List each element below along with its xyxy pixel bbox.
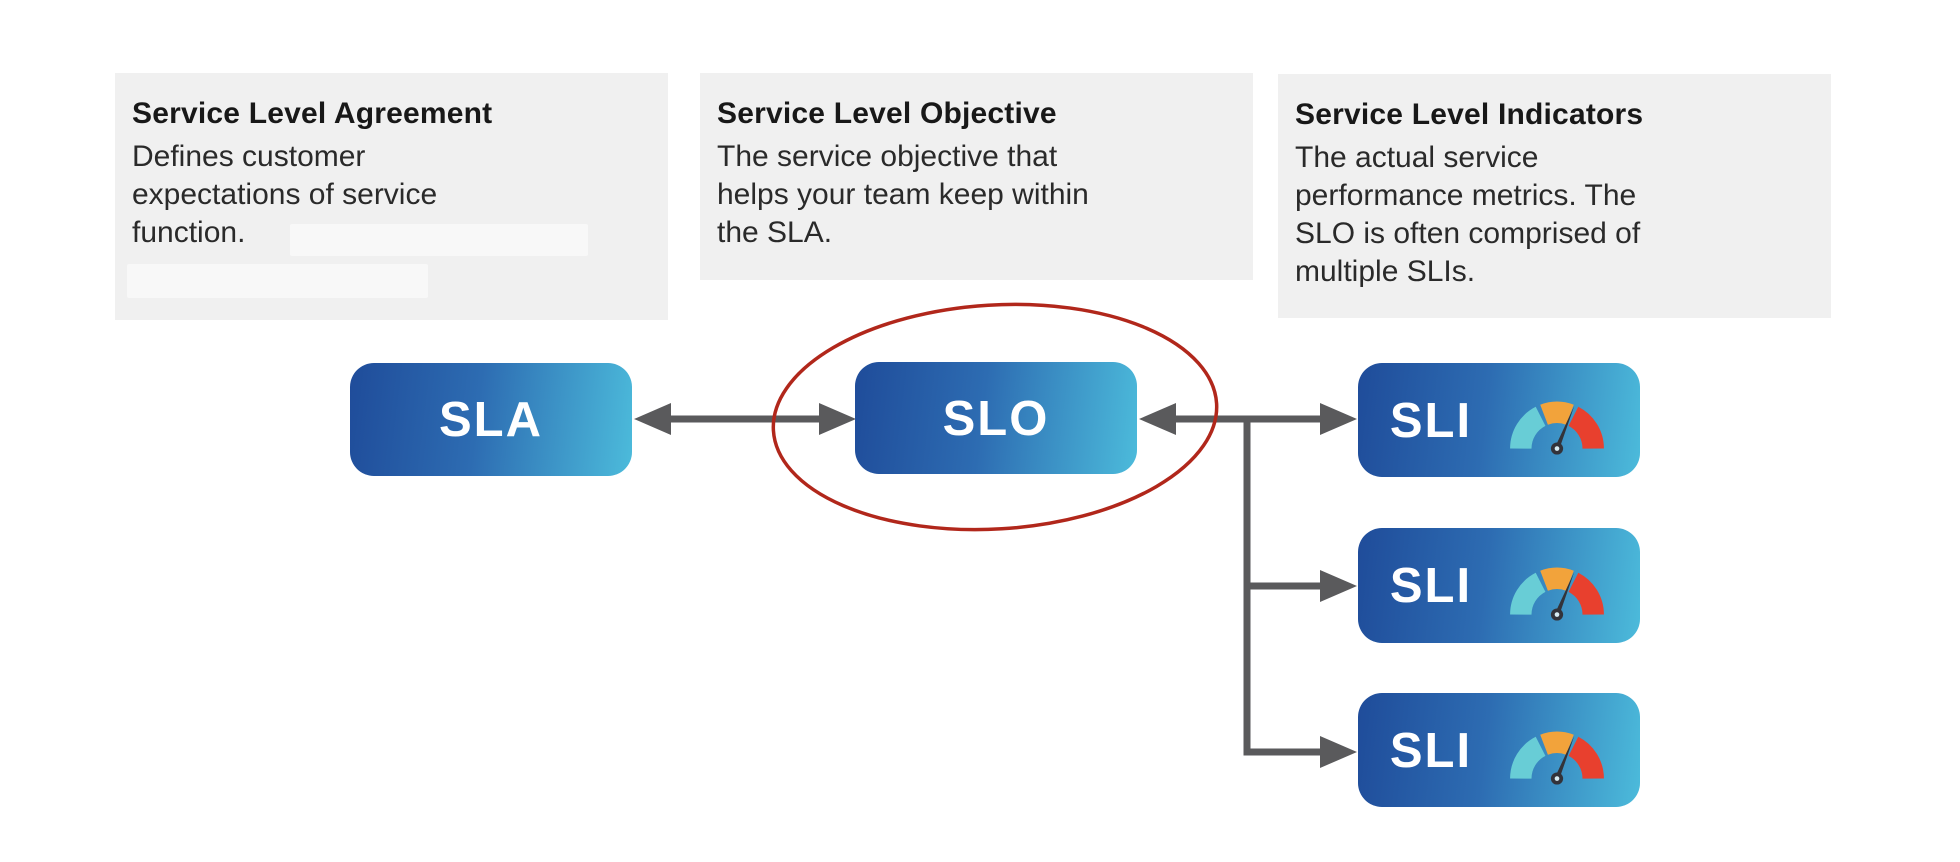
arrowhead-to-slo xyxy=(819,403,856,435)
card-title: Service Level Indicators xyxy=(1295,98,1644,131)
info-card-sli: Service Level Indicators The actual serv… xyxy=(1278,74,1831,318)
node-slo: SLO xyxy=(855,362,1137,474)
speedometer-gauge-icon xyxy=(1506,551,1608,621)
node-sli-1: SLI xyxy=(1358,363,1640,477)
node-label: SLI xyxy=(1389,559,1473,613)
arrowhead-to-slo-right xyxy=(1139,403,1176,435)
redacted-text-strip xyxy=(127,264,428,298)
card-body: The service objective that helps your te… xyxy=(717,140,1089,249)
arrowhead-to-sli-1 xyxy=(1320,403,1357,435)
card-title: Service Level Agreement xyxy=(132,97,493,130)
arrowhead-to-sli-2 xyxy=(1320,570,1357,602)
info-card-slo: Service Level Objective The service obje… xyxy=(700,73,1253,280)
card-body: The actual service performance metrics. … xyxy=(1295,141,1641,288)
redacted-text-strip xyxy=(290,224,588,256)
card-title: Service Level Objective xyxy=(717,97,1057,130)
node-sli-3: SLI xyxy=(1358,693,1640,807)
card-body: Defines customer expectations of service… xyxy=(132,140,438,249)
node-label: SLO xyxy=(942,391,1050,446)
node-sli-2: SLI xyxy=(1358,528,1640,643)
arrowhead-to-sli-3 xyxy=(1320,736,1357,768)
node-label: SLA xyxy=(439,393,543,447)
node-label: SLI xyxy=(1389,393,1473,448)
node-sla: SLA xyxy=(350,363,632,476)
arrowhead-to-sla xyxy=(634,403,671,435)
speedometer-gauge-icon xyxy=(1506,385,1608,455)
info-card-sla: Service Level Agreement Defines customer… xyxy=(115,73,668,320)
node-label: SLI xyxy=(1389,723,1473,778)
speedometer-gauge-icon xyxy=(1506,715,1608,785)
highlight-ellipse xyxy=(771,302,1219,532)
